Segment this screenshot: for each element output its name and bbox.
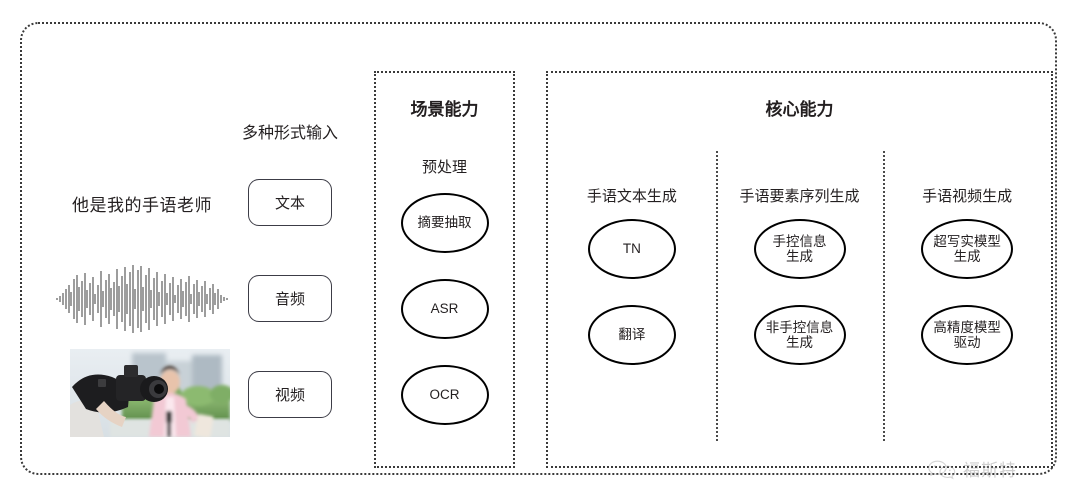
node-label: OCR	[429, 387, 460, 403]
core-node-tn[interactable]: TN	[587, 219, 676, 279]
node-label: 翻译	[618, 327, 646, 343]
watermark-text: 福斯特	[963, 461, 1017, 480]
input-row-text: 他是我的手语老师 文本	[52, 171, 352, 235]
audio-sample-container	[52, 265, 232, 333]
core-node-list: 手控信息 生成 非手控信息 生成	[716, 219, 884, 391]
node-label-line2: 生成	[786, 335, 813, 350]
core-panel-title: 核心能力	[765, 100, 834, 119]
node-label-wrapper: 高精度模型 驱动	[931, 320, 1003, 350]
input-tag-video[interactable]: 视频	[248, 371, 332, 418]
core-column-label: 手语文本生成	[586, 188, 677, 205]
video-sample-container	[52, 349, 232, 437]
node-label: ASR	[430, 301, 459, 317]
node-label-wrapper: 非手控信息 生成	[764, 320, 836, 350]
node-label-line1: 非手控信息	[765, 319, 834, 335]
node-label: TN	[622, 241, 641, 257]
core-node-translation[interactable]: 翻译	[587, 305, 676, 365]
node-label-line1: 手控信息	[772, 233, 827, 249]
core-column-sign-element-sequence-generation: 手语要素序列生成 手控信息 生成 非手控信息 生成	[715, 151, 884, 451]
scene-node-list: 摘要抽取 ASR OCR	[376, 193, 513, 451]
sample-sentence-text: 他是我的手语老师	[72, 195, 212, 215]
diagram-outer-frame: 多种形式输入 他是我的手语老师 文本	[20, 22, 1057, 480]
node-label-wrapper: 手控信息 生成	[771, 234, 829, 264]
core-node-list: TN 翻译	[548, 219, 716, 391]
scene-capability-panel: 场景能力 预处理 摘要抽取 ASR OCR	[374, 71, 515, 468]
input-row-audio: 音频	[52, 265, 352, 333]
core-node-hyperrealistic-model-generation[interactable]: 超写实模型 生成	[921, 219, 1014, 279]
core-node-list: 超写实模型 生成 高精度模型 驱动	[883, 219, 1051, 391]
core-column-label: 手语要素序列生成	[739, 188, 860, 205]
scene-node-summary[interactable]: 摘要抽取	[400, 193, 489, 253]
watermark: 福斯特	[927, 456, 1017, 481]
scene-node-ocr[interactable]: OCR	[400, 365, 489, 425]
core-column-label: 手语视频生成	[922, 188, 1013, 205]
core-capability-panel: 核心能力 手语文本生成 TN 翻译 手语要素序列生成	[546, 71, 1053, 468]
core-column-group: 手语文本生成 TN 翻译 手语要素序列生成 手控信息	[548, 151, 1051, 451]
scene-panel-subtitle: 预处理	[421, 159, 467, 176]
text-sample-container: 他是我的手语老师	[52, 171, 232, 235]
wechat-icon	[928, 460, 956, 479]
input-section: 多种形式输入 他是我的手语老师 文本	[52, 119, 352, 449]
core-node-manual-info-generation[interactable]: 手控信息 生成	[753, 219, 846, 279]
node-label-line2: 生成	[786, 249, 813, 264]
node-label-line1: 超写实模型	[933, 233, 1001, 249]
node-label-wrapper: 超写实模型 生成	[931, 234, 1003, 264]
node-label-line1: 高精度模型	[933, 319, 1001, 335]
input-tag-audio[interactable]: 音频	[248, 275, 332, 322]
core-node-non-manual-info-generation[interactable]: 非手控信息 生成	[753, 305, 846, 365]
input-row-video: 视频	[52, 349, 352, 437]
scene-panel-title: 场景能力	[410, 100, 479, 119]
audio-waveform-icon	[56, 265, 228, 333]
node-label-line2: 驱动	[953, 335, 981, 350]
core-node-high-precision-model-driving[interactable]: 高精度模型 驱动	[921, 305, 1014, 365]
scene-node-asr[interactable]: ASR	[400, 279, 489, 339]
input-section-heading: 多种形式输入	[242, 125, 339, 142]
node-label-line2: 生成	[953, 249, 981, 264]
video-thumbnail-image	[70, 349, 230, 437]
node-label: 摘要抽取	[417, 215, 472, 231]
input-tag-text[interactable]: 文本	[248, 179, 332, 226]
core-column-sign-text-generation: 手语文本生成 TN 翻译	[548, 151, 716, 451]
core-column-sign-video-generation: 手语视频生成 超写实模型 生成 高精度模型 驱动	[883, 151, 1051, 451]
